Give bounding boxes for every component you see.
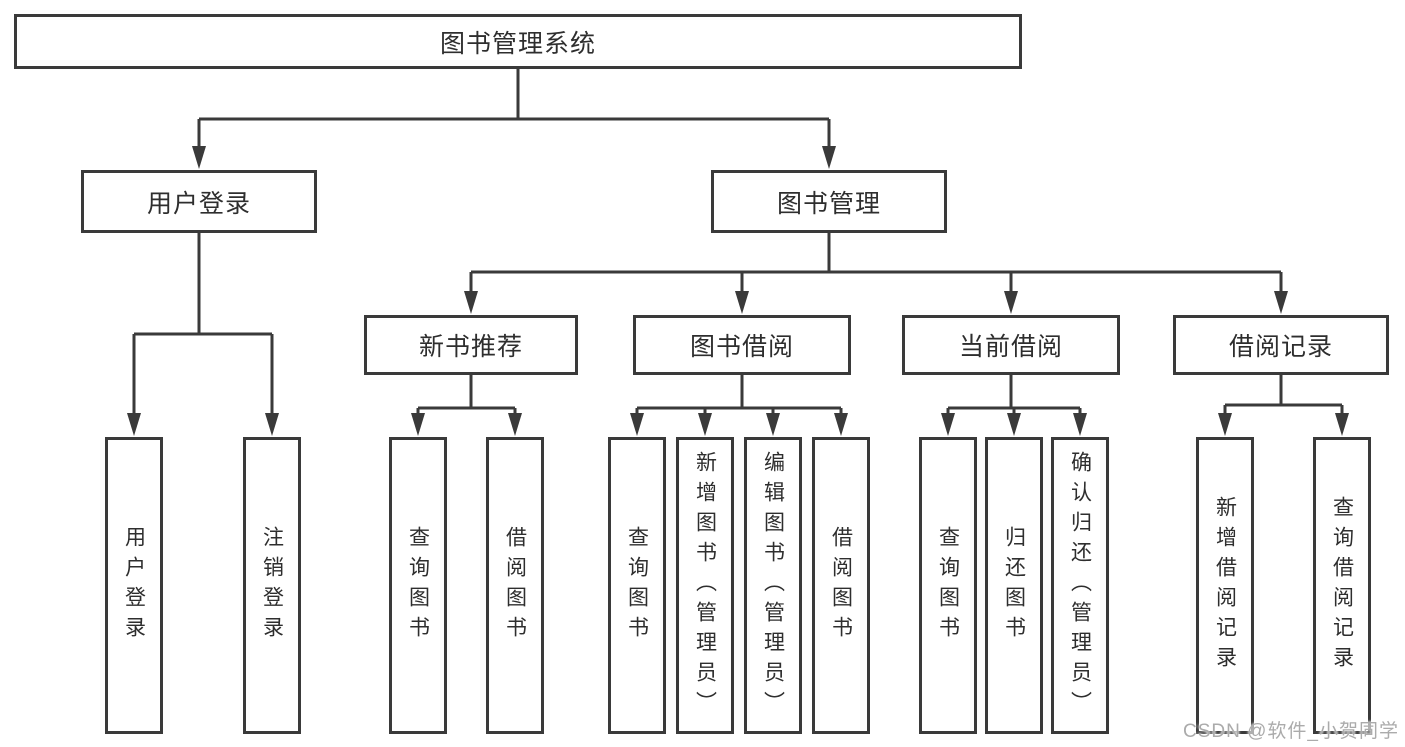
arrowhead-icon <box>1007 413 1021 436</box>
leaf-current-confirm-return-admin: 确认归还（管理员） <box>1051 437 1109 734</box>
connector-root-to-level2 <box>192 69 836 169</box>
node-new-book-recommendation: 新书推荐 <box>364 315 578 375</box>
watermark: CSDN @软件_小贺同学 <box>1183 721 1399 742</box>
node-current-borrowing: 当前借阅 <box>902 315 1120 375</box>
connector-recommend-children <box>411 375 522 436</box>
leaf-logout-login: 注销登录 <box>243 437 301 734</box>
arrowhead-icon <box>630 413 644 436</box>
leaf-borrowing-borrow-books: 借阅图书 <box>812 437 870 734</box>
connector-line <box>197 69 831 150</box>
arrowhead-icon <box>834 413 848 436</box>
connector-line <box>416 375 517 417</box>
arrowhead-icon <box>464 291 478 314</box>
leaf-current-return-books: 归还图书 <box>985 437 1043 734</box>
arrowhead-icon <box>822 146 836 169</box>
connector-line <box>946 375 1082 417</box>
connector-line <box>132 233 274 417</box>
arrowhead-icon <box>1073 413 1087 436</box>
node-book-borrowing: 图书借阅 <box>633 315 851 375</box>
arrowhead-icon <box>411 413 425 436</box>
leaf-user-login: 用户登录 <box>105 437 163 734</box>
arrowhead-icon <box>127 413 141 436</box>
arrowhead-icon <box>508 413 522 436</box>
node-borrowing-records: 借阅记录 <box>1173 315 1389 375</box>
connector-book-management-to-level3 <box>464 233 1288 314</box>
leaf-recommend-query-books: 查询图书 <box>389 437 447 734</box>
leaf-borrowing-add-books-admin: 新增图书（管理员） <box>676 437 734 734</box>
arrowhead-icon <box>192 146 206 169</box>
leaf-recommend-borrow-books: 借阅图书 <box>486 437 544 734</box>
leaf-records-query-record: 查询借阅记录 <box>1313 437 1371 734</box>
arrowhead-icon <box>766 413 780 436</box>
connector-records-children <box>1218 375 1349 436</box>
arrowhead-icon <box>1335 413 1349 436</box>
node-user-login: 用户登录 <box>81 170 317 233</box>
connector-user-login-children <box>127 233 279 436</box>
connector-line <box>635 375 843 417</box>
arrowhead-icon <box>1218 413 1232 436</box>
node-book-management: 图书管理 <box>711 170 947 233</box>
connector-borrowing-children <box>630 375 848 436</box>
leaf-records-add-record: 新增借阅记录 <box>1196 437 1254 734</box>
arrowhead-icon <box>698 413 712 436</box>
leaf-borrowing-query-books: 查询图书 <box>608 437 666 734</box>
connector-current-borrow-children <box>941 375 1087 436</box>
arrowhead-icon <box>1274 291 1288 314</box>
connector-line <box>469 233 1283 295</box>
arrowhead-icon <box>735 291 749 314</box>
arrowhead-icon <box>941 413 955 436</box>
connector-line <box>1223 375 1344 417</box>
leaf-current-query-books: 查询图书 <box>919 437 977 734</box>
arrowhead-icon <box>1004 291 1018 314</box>
leaf-borrowing-edit-books-admin: 编辑图书（管理员） <box>744 437 802 734</box>
node-library-management-system: 图书管理系统 <box>14 14 1022 69</box>
arrowhead-icon <box>265 413 279 436</box>
